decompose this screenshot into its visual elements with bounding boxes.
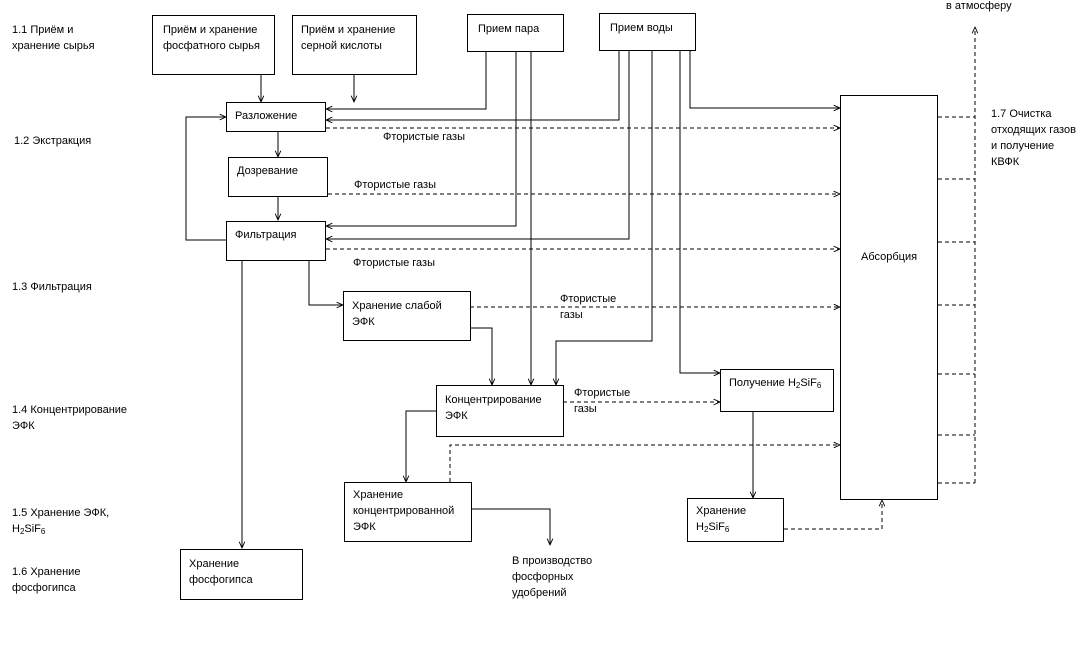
box-sulfuric-intake: Приём и хранение серной кислоты: [292, 15, 417, 75]
box-phosphate-line1: Приём и хранение: [163, 24, 258, 36]
box-concentration-line2: ЭФК: [445, 410, 468, 422]
box-conc-storage-line3: ЭФК: [353, 521, 376, 533]
h2sif6-store-h: H: [696, 521, 704, 533]
box-concentration: Концентрирование ЭФК: [436, 385, 564, 437]
stage-1-7-line3: и получение: [991, 140, 1055, 152]
label-gas-concentration: Фтористые газы: [574, 385, 630, 417]
arrow-weak-efk-to-concentration: [470, 327, 492, 385]
arrow-water-to-decomposition: [326, 51, 620, 120]
box-gypsum-storage: Хранение фосфогипса: [180, 549, 303, 600]
stage-1-2: 1.2 Экстракция: [14, 135, 92, 147]
arrow-filtration-to-weak-efk: [308, 260, 343, 305]
label-atmosphere: в атмосферу: [946, 0, 1012, 12]
box-weak-efk-line2: ЭФК: [352, 316, 375, 328]
box-conc-efk-storage: Хранение концентрированной ЭФК: [344, 482, 472, 542]
stage-1-1: 1.1 Приём и хранение сырья: [12, 22, 95, 54]
label-gas5-line1: Фтористые: [574, 387, 631, 399]
box-h2sif6-storage: Хранение H2SiF6: [687, 498, 784, 542]
label-gas-maturation: Фтористые газы: [354, 179, 436, 191]
h2sif6-store-sub2: 6: [724, 525, 730, 534]
box-steam-intake: Прием пара: [467, 14, 564, 52]
arrow-water-to-concentration: [556, 51, 653, 385]
label-gas-filtration: Фтористые газы: [353, 257, 435, 269]
h2sif6-prod-sif: SiF: [800, 377, 817, 389]
box-sulfuric-line1: Приём и хранение: [301, 24, 396, 36]
h2sif6-store-sub1: 2: [703, 525, 709, 534]
box-gypsum-line2: фосфогипса: [189, 574, 253, 586]
gas-h2sif6-store: [784, 500, 882, 530]
arrow-water-to-filtration: [326, 51, 630, 239]
box-water-intake: Прием воды: [599, 13, 696, 51]
stage-1-5-sub2: 6: [40, 527, 46, 536]
stage-1-5-line2: H2SiF6: [12, 521, 109, 540]
label-fertilizer-line3: удобрений: [512, 587, 567, 599]
label-fertilizer-production: В производство фосфорных удобрений: [512, 553, 592, 601]
h2sif6-store-line1: Хранение: [696, 505, 747, 517]
label-gas4-line2: газы: [560, 309, 583, 321]
label-gas5-line2: газы: [574, 403, 597, 415]
stage-1-6-line1: 1.6 Хранение: [12, 566, 81, 578]
stage-1-6-line2: фосфогипса: [12, 582, 76, 594]
h2sif6-prod-h: Получение H: [729, 377, 796, 389]
box-sulfuric-line2: серной кислоты: [301, 40, 382, 52]
box-conc-storage-line1: Хранение: [353, 489, 404, 501]
box-weak-efk-line1: Хранение слабой: [352, 300, 442, 312]
h2sif6-store-line2: H2SiF6: [696, 519, 775, 538]
h2sif6-prod-sub1: 2: [795, 381, 801, 390]
box-absorption: Абсорбция: [840, 95, 938, 500]
box-filtration: Фильтрация: [226, 221, 326, 261]
arrow-concentration-to-storage: [406, 410, 436, 482]
box-conc-storage-line2: концентрированной: [353, 505, 455, 517]
arrow-steam-to-decomposition: [326, 51, 487, 109]
stage-1-7-line4: КВФК: [991, 156, 1020, 168]
arrow-steam-to-filtration: [326, 51, 517, 226]
stage-1-5-sub1: 2: [19, 527, 25, 536]
gas-conc-storage: [449, 445, 840, 482]
label-fertilizer-line1: В производство: [512, 555, 593, 567]
stage-1-1-line2: хранение сырья: [12, 40, 95, 52]
box-decomposition: Разложение: [226, 102, 326, 132]
stage-1-7: 1.7 Очистка отходящих газов и получение …: [991, 106, 1076, 170]
stage-1-5-h: H: [12, 523, 20, 535]
label-gas-decomposition: Фтористые газы: [383, 131, 465, 143]
stage-1-5-line1: 1.5 Хранение ЭФК,: [12, 507, 110, 519]
label-gas4-line1: Фтористые: [560, 293, 617, 305]
box-phosphate-line2: фосфатного сырья: [163, 40, 260, 52]
arrow-water-to-h2sif6: [679, 51, 720, 373]
label-fertilizer-line2: фосфорных: [512, 571, 574, 583]
h2sif6-prod-sub2: 6: [816, 381, 822, 390]
box-concentration-line1: Концентрирование: [445, 394, 542, 406]
arrow-water-to-absorption: [689, 51, 840, 108]
box-weak-efk-storage: Хранение слабой ЭФК: [343, 291, 471, 341]
stage-1-5: 1.5 Хранение ЭФК, H2SiF6: [12, 505, 109, 540]
box-phosphate-intake: Приём и хранение фосфатного сырья: [152, 15, 275, 75]
label-gas-weak-efk: Фтористые газы: [560, 291, 616, 323]
arrow-storage-to-fertilizer: [472, 508, 550, 545]
box-h2sif6-production: Получение H2SiF6: [720, 369, 834, 412]
stage-1-6: 1.6 Хранение фосфогипса: [12, 564, 80, 596]
stage-1-7-line1: 1.7 Очистка: [991, 108, 1052, 120]
stage-1-7-line2: отходящих газов: [991, 124, 1076, 136]
stage-1-4-line1: 1.4 Концентрирование: [12, 404, 128, 416]
box-maturation: Дозревание: [228, 157, 328, 197]
stage-1-4-line2: ЭФК: [12, 420, 35, 432]
h2sif6-store-sif: SiF: [708, 521, 725, 533]
arrow-filtration-recycle: [185, 117, 227, 241]
stage-1-4: 1.4 Концентрирование ЭФК: [12, 402, 127, 434]
box-gypsum-line1: Хранение: [189, 558, 240, 570]
stage-1-3: 1.3 Фильтрация: [12, 281, 92, 293]
stage-1-1-line1: 1.1 Приём и: [12, 24, 74, 36]
stage-1-5-sif: SiF: [24, 523, 41, 535]
